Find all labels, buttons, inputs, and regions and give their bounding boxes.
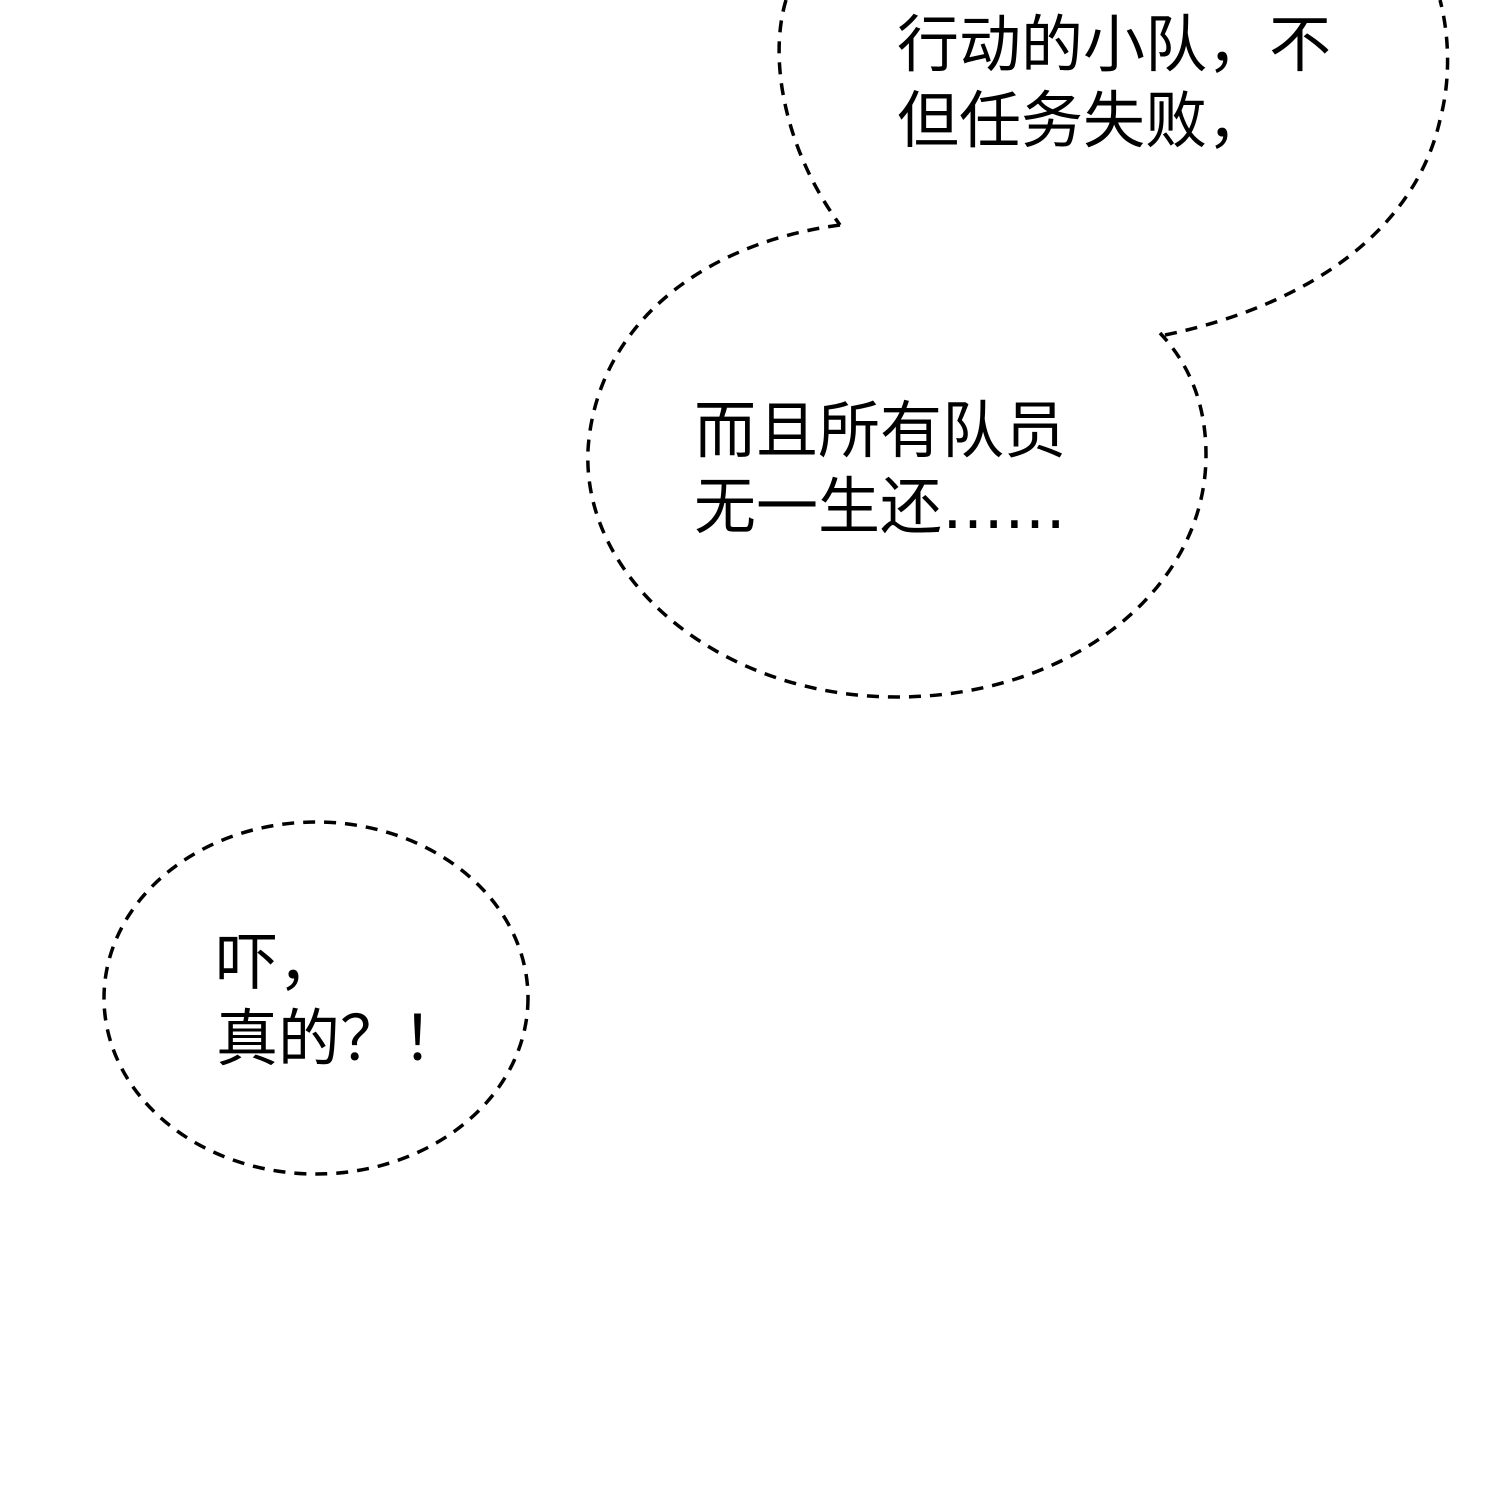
bubble-line: 行动的小队，不	[897, 8, 1332, 81]
bubble-line: 而且所有队员	[694, 394, 1067, 467]
bubble-line: 无一生还……	[694, 470, 1067, 543]
speech-bubble-middle-text: 而且所有队员 无一生还……	[694, 393, 1066, 545]
speech-bubble-bottom-text: 吓， 真的？！	[216, 925, 464, 1077]
bubble-line: 但任务失败，	[897, 84, 1270, 157]
speech-bubble-top-text: 行动的小队，不 但任务失败，	[897, 7, 1331, 159]
speech-bubble-top-outline	[777, 0, 1450, 337]
speech-bubble-bottom-outline	[102, 820, 530, 1176]
bubble-line: 吓，	[216, 926, 341, 999]
speech-bubble-middle-outline	[586, 223, 1208, 699]
bubble-line: 真的？！	[216, 1002, 465, 1075]
